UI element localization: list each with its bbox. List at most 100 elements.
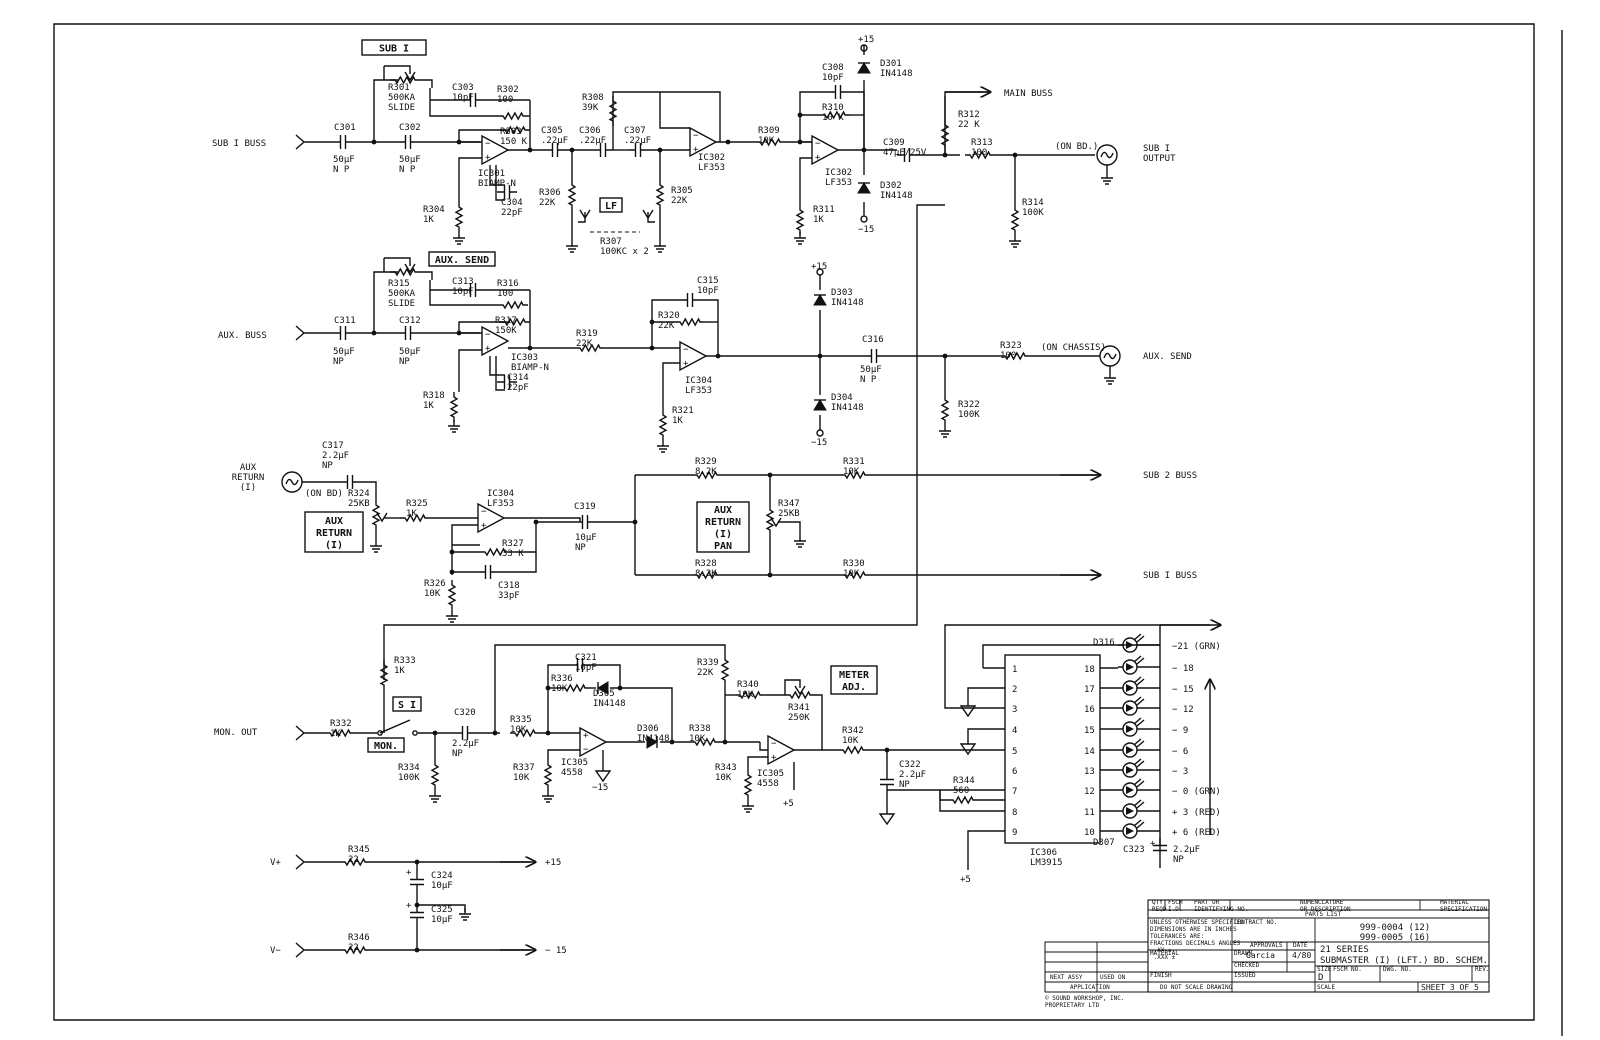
ground-icon (939, 425, 951, 438)
r342 (838, 745, 868, 755)
r325 (400, 513, 430, 523)
c315 (680, 293, 700, 307)
r311 (795, 205, 805, 235)
r319 (575, 343, 605, 353)
c317 (340, 475, 360, 489)
wire (815, 694, 823, 750)
title-block-copyright: © SOUND WORKSHOP, INC.PROPRIETARY LTD (1045, 995, 1124, 1009)
ground-icon (448, 420, 460, 433)
ic306-pin-left: 6 (1012, 767, 1017, 777)
input-arrow-icon (295, 325, 306, 341)
c312 (398, 326, 418, 340)
r306 (567, 180, 577, 210)
ic305b-opamp: −+ (767, 734, 796, 766)
junction-dot (617, 685, 623, 691)
r323 (1000, 351, 1030, 361)
on-bd-label: (ON BD.) (1055, 142, 1098, 152)
r326 (447, 580, 457, 610)
label-c305: C305.22µF (541, 126, 568, 146)
svg-text:−: − (693, 131, 699, 141)
r314 (1010, 205, 1020, 235)
r305 (655, 180, 665, 210)
c308 (828, 85, 848, 99)
svg-text:+: + (683, 359, 689, 369)
mon-box-label: MON. (374, 741, 398, 752)
junction-dot (942, 152, 948, 158)
ground-icon (657, 440, 669, 453)
lf-box (599, 197, 623, 213)
ic306-pin-left: 8 (1012, 808, 1017, 818)
svg-text:−: − (815, 139, 821, 149)
wire (373, 271, 384, 333)
meter-level-label: − 6 (1172, 747, 1188, 757)
ic302b-opamp: −+ (811, 134, 840, 166)
wire (578, 212, 586, 223)
wire (784, 679, 801, 695)
wire (383, 258, 398, 273)
r339 (720, 655, 730, 685)
svg-text:−: − (485, 139, 491, 149)
title-block-fscm_h: FSCM NO. (1333, 966, 1362, 973)
label-p15b: +15 (811, 262, 827, 272)
d306-icon (646, 735, 658, 749)
title-block-drawn: DRAWN (1234, 950, 1252, 957)
title-block-finish: FINISH (1150, 972, 1172, 979)
switch-contact (412, 730, 418, 736)
r337 (543, 760, 553, 790)
wire (420, 79, 433, 88)
ground-icon (742, 800, 754, 813)
ground-icon (429, 790, 441, 803)
rail-terminal (816, 429, 824, 437)
wire (360, 481, 377, 500)
c325 (410, 905, 424, 925)
wire (612, 91, 660, 150)
d305-icon (597, 681, 609, 695)
label-d307: D307 (1093, 838, 1115, 848)
aux-return-pan-box (696, 501, 750, 553)
on-bd-label: (ON BD) (305, 489, 343, 499)
input-arrow-icon (295, 134, 306, 150)
r324 (371, 500, 381, 530)
d303-icon (813, 294, 827, 306)
wire (647, 212, 655, 223)
ground-icon (794, 535, 806, 548)
ic306-pin-left: 5 (1012, 747, 1017, 757)
title-block-title_2: SUBMASTER (I) (LFT.) BD. SCHEM. (1320, 956, 1488, 966)
ground-icon (1104, 372, 1116, 385)
c311 (333, 326, 353, 340)
c324 (410, 872, 424, 892)
svg-text:+: + (485, 344, 491, 354)
ic306-pin-left: 2 (1012, 685, 1017, 695)
r347 (765, 505, 775, 535)
wire (489, 356, 505, 391)
title-block-no_scale: DO NOT SCALE DRAWING (1160, 984, 1233, 991)
meter-level-label: − 3 (1172, 767, 1188, 777)
ic306-pin-right: 10 (1084, 828, 1095, 838)
ground-icon (459, 908, 471, 921)
svg-text:+: + (485, 153, 491, 163)
r334 (430, 760, 440, 790)
input-arrow-icon (295, 725, 306, 741)
